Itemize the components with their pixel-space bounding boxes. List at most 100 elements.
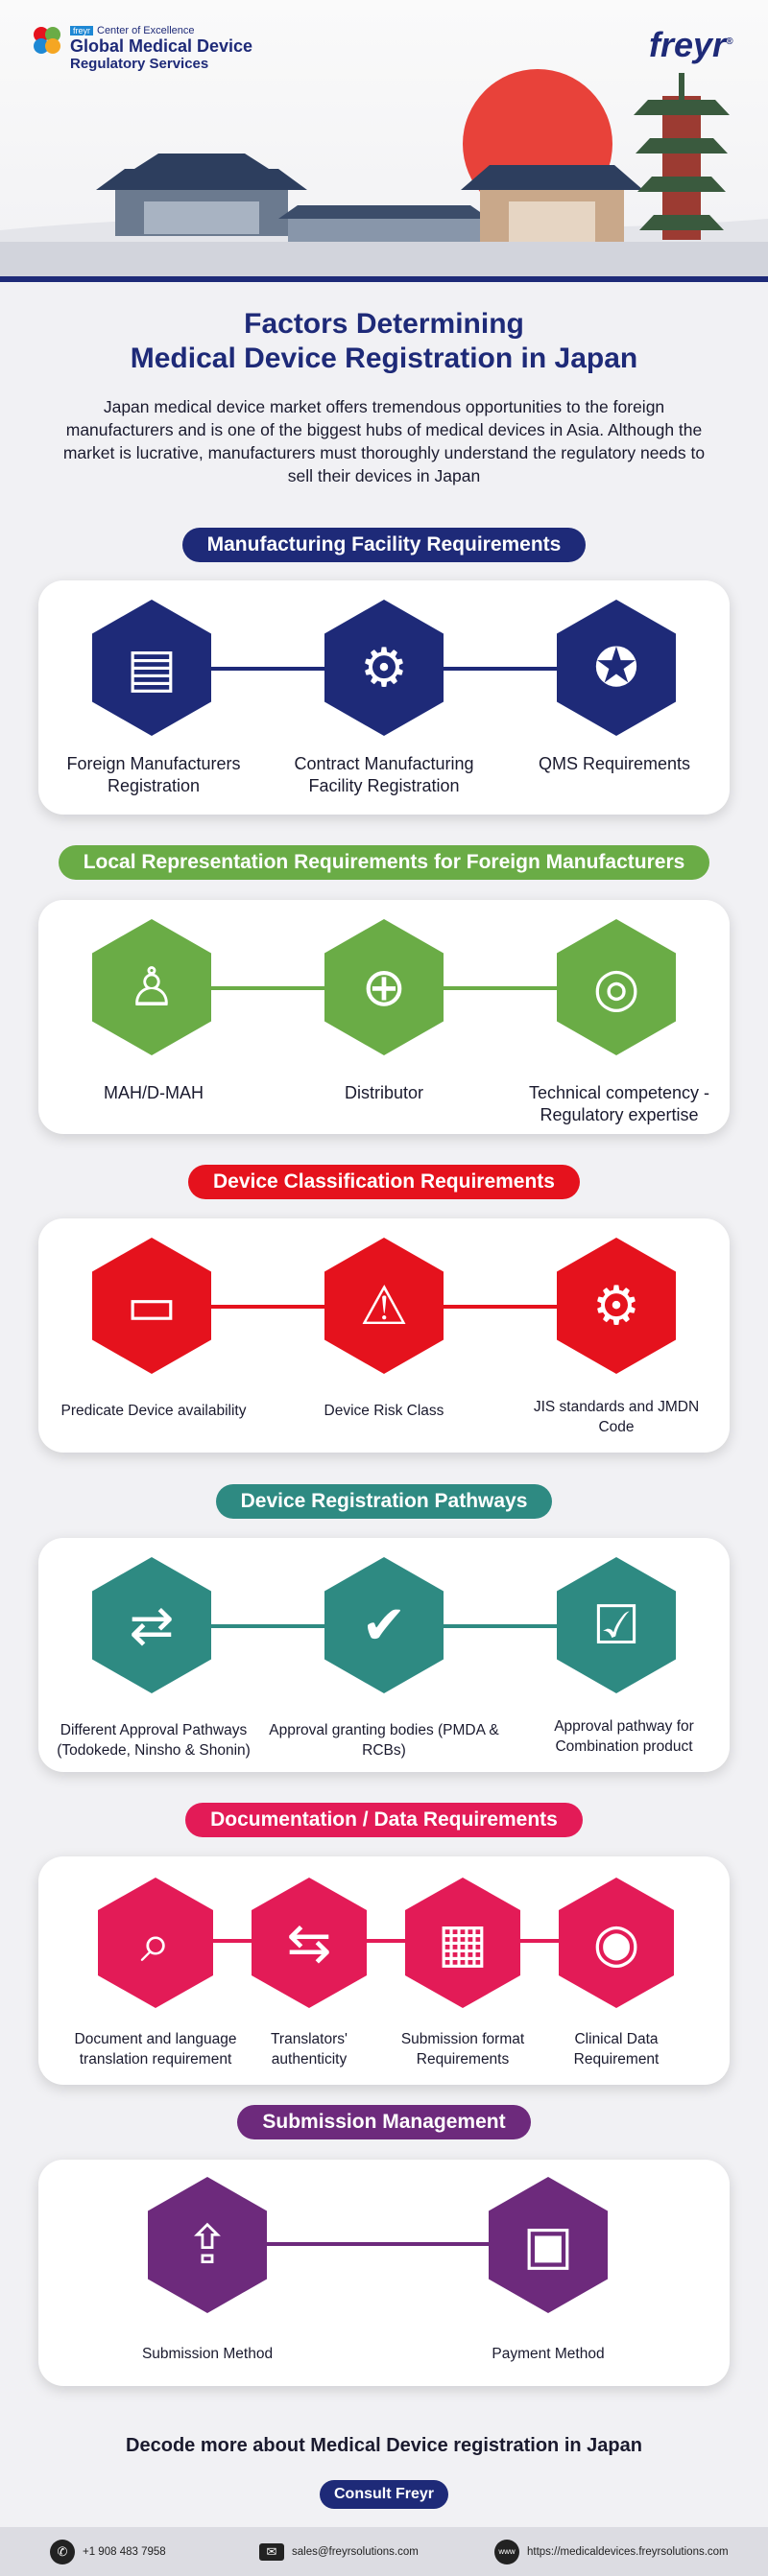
- card-manufacturing: ▤ ⚙ ✪ Foreign Manufacturers Registration…: [38, 580, 730, 815]
- japan-skyline-illustration: [0, 69, 768, 280]
- title-line-2: Medical Device Registration in Japan: [130, 343, 638, 374]
- section-heading-pathways: Device Registration Pathways: [0, 1484, 768, 1519]
- hex-document-profile: ▤: [92, 600, 211, 736]
- hex-checklist-gear: ⚙: [324, 600, 444, 736]
- card-local-representation: ♙ ⊕ ◎ MAH/D-MAH Distributor Technical co…: [38, 900, 730, 1134]
- item-label: Submission Method: [141, 2346, 274, 2362]
- contact-phone[interactable]: ✆ +1 908 483 7958: [50, 2527, 166, 2576]
- card-pathways: ⇄ ✔ ☑ Different Approval Pathways (Todok…: [38, 1538, 730, 1772]
- brand-subtitle: Regulatory Services: [70, 56, 209, 72]
- item-label: Payment Method: [492, 2346, 605, 2362]
- section-heading-label: Local Representation Requirements for Fo…: [58, 845, 710, 880]
- upload-monitor-icon: ⇪: [184, 2214, 230, 2275]
- clipboard-thumb-icon: ☑: [591, 1595, 641, 1655]
- hex-laptop-form: ▦: [405, 1878, 520, 2008]
- section-heading-label: Device Classification Requirements: [188, 1165, 580, 1199]
- item-label: Contract Manufacturing Facility Registra…: [294, 754, 474, 795]
- item-label: Technical competency - Regulatory expert…: [528, 1083, 710, 1124]
- header-divider: [0, 276, 768, 282]
- hex-quality-gears: ✪: [557, 600, 676, 736]
- intro-paragraph: Japan medical device market offers treme…: [62, 397, 706, 485]
- brand-badge: freyr: [70, 26, 93, 35]
- circuit-gear-icon: ⚙: [591, 1275, 641, 1335]
- freyr-coe-logo: freyr Center of Excellence Global Medical…: [32, 25, 252, 73]
- hex-expertise-venn: ◎: [557, 919, 676, 1055]
- item-label: Predicate Device availability: [60, 1403, 247, 1419]
- item-label: Device Risk Class: [324, 1403, 444, 1419]
- section-heading-label: Device Registration Pathways: [215, 1484, 553, 1519]
- monitor-icon: ▭: [126, 1275, 178, 1335]
- connector-line: [134, 1939, 634, 1943]
- brand-mark-icon: [34, 27, 60, 54]
- hex-circuit-gear: ⚙: [557, 1238, 676, 1374]
- header-banner: freyr Center of Excellence Global Medical…: [0, 0, 768, 280]
- item-label: Foreign Manufacturers Registration: [66, 754, 241, 795]
- freyr-logo-text: freyr: [649, 25, 727, 64]
- hex-risk-gauge: ⚠: [324, 1238, 444, 1374]
- stamp-icon: ✔: [361, 1595, 407, 1655]
- hex-pathways: ⇄: [92, 1557, 211, 1693]
- item-label: QMS Requirements: [538, 754, 691, 773]
- checklist-gear-icon: ⚙: [359, 637, 409, 697]
- card-submission: ⇪ ▣ Submission Method Payment Method: [38, 2160, 730, 2386]
- quality-gears-icon: ✪: [593, 637, 639, 697]
- hex-clipboard-thumb: ☑: [557, 1557, 676, 1693]
- section-heading-label: Documentation / Data Requirements: [185, 1803, 583, 1837]
- brand-title: Global Medical Device: [70, 36, 253, 56]
- contact-website[interactable]: www https://medicaldevices.freyrsolution…: [494, 2527, 729, 2576]
- hex-clinical-folder: ◉: [559, 1878, 674, 2008]
- section-heading-local-representation: Local Representation Requirements for Fo…: [0, 845, 768, 880]
- brand-tag-text: Center of Excellence: [97, 25, 195, 36]
- item-label: Approval pathway for Combination product: [554, 1718, 694, 1755]
- freyr-logo: freyr®: [649, 25, 732, 65]
- hex-document-search: ⌕: [98, 1878, 213, 2008]
- item-label: Approval granting bodies (PMDA & RCBs): [269, 1722, 499, 1759]
- connector-line: [211, 2242, 557, 2246]
- web-icon: www: [494, 2539, 519, 2564]
- clinical-folder-icon: ◉: [592, 1912, 640, 1973]
- website-url: https://medicaldevices.freyrsolutions.co…: [527, 2545, 729, 2558]
- laptop-form-icon: ▦: [437, 1912, 489, 1973]
- phone-number: +1 908 483 7958: [83, 2545, 166, 2558]
- hex-translate: ⇆: [252, 1878, 367, 2008]
- contact-email[interactable]: ✉ sales@freyrsolutions.com: [259, 2527, 419, 2576]
- item-label: Document and language translation requir…: [74, 2031, 237, 2068]
- hex-person: ♙: [92, 919, 211, 1055]
- email-address: sales@freyrsolutions.com: [292, 2545, 419, 2558]
- section-heading-classification: Device Classification Requirements: [0, 1165, 768, 1199]
- section-heading-label: Manufacturing Facility Requirements: [181, 528, 587, 562]
- brand-tagline: freyr Center of Excellence: [70, 25, 252, 36]
- hex-monitor: ▭: [92, 1238, 211, 1374]
- item-label: Submission format Requirements: [400, 2031, 525, 2068]
- decode-more-text: Decode more about Medical Device registr…: [126, 2435, 642, 2456]
- translate-icon: ⇆: [286, 1912, 332, 1973]
- section-heading-documentation: Documentation / Data Requirements: [0, 1803, 768, 1837]
- card-documentation: ⌕ ⇆ ▦ ◉ Document and language translatio…: [38, 1856, 730, 2085]
- section-heading-manufacturing: Manufacturing Facility Requirements: [0, 528, 768, 562]
- item-label: MAH/D-MAH: [104, 1083, 204, 1102]
- registered-mark: ®: [726, 36, 733, 47]
- contact-footer: ✆ +1 908 483 7958 ✉ sales@freyrsolutions…: [0, 2527, 768, 2576]
- title-line-1: Factors Determining: [244, 308, 524, 340]
- document-profile-icon: ▤: [126, 637, 178, 697]
- phone-icon: ✆: [50, 2539, 75, 2564]
- pathways-icon: ⇄: [129, 1595, 175, 1655]
- risk-gauge-icon: ⚠: [359, 1275, 409, 1335]
- person-icon: ♙: [127, 957, 177, 1017]
- item-label: Distributor: [344, 1083, 424, 1102]
- hex-network-box: ⊕: [324, 919, 444, 1055]
- item-label: Clinical Data Requirement: [573, 2031, 660, 2068]
- hex-wallet: ▣: [489, 2177, 608, 2313]
- mail-icon: ✉: [259, 2542, 284, 2561]
- page-title: Factors Determining Medical Device Regis…: [0, 307, 768, 376]
- hex-stamp: ✔: [324, 1557, 444, 1693]
- consult-freyr-button[interactable]: Consult Freyr: [320, 2480, 448, 2509]
- expertise-venn-icon: ◎: [592, 957, 640, 1017]
- network-box-icon: ⊕: [361, 957, 407, 1017]
- section-heading-label: Submission Management: [237, 2105, 531, 2139]
- document-search-icon: ⌕: [140, 1912, 171, 1973]
- item-label: Translators' authenticity: [271, 2031, 348, 2068]
- card-classification: ▭ ⚠ ⚙ Predicate Device availability Devi…: [38, 1218, 730, 1453]
- item-label: JIS standards and JMDN Code: [533, 1399, 700, 1435]
- section-heading-submission: Submission Management: [0, 2105, 768, 2139]
